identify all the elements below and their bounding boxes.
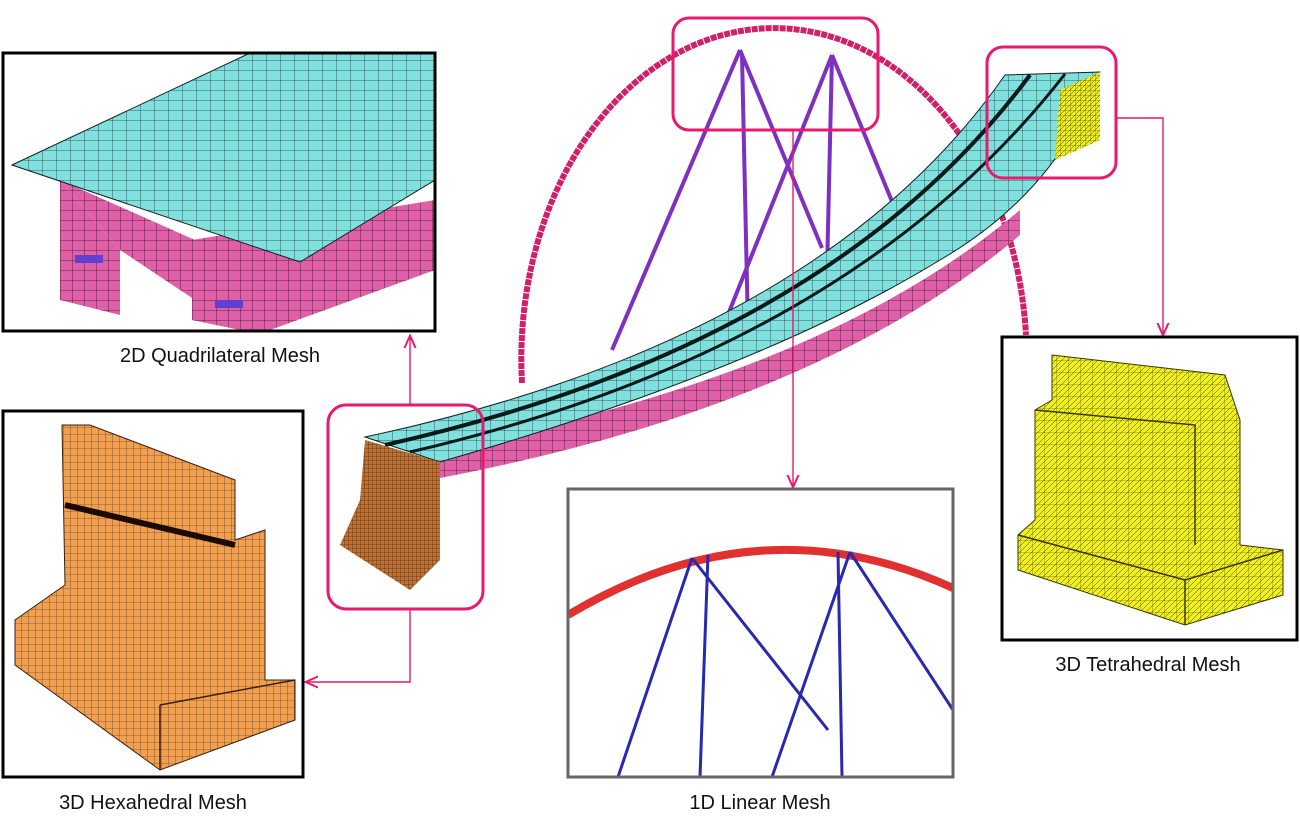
quad-inset (1, 51, 437, 333)
hex-mesh-label: 3D Hexahedral Mesh (59, 792, 247, 814)
tet-mesh-label: 3D Tetrahedral Mesh (1055, 654, 1241, 676)
cables (610, 49, 920, 373)
highlight-tet (985, 45, 1118, 180)
highlight-boxes (326, 16, 1118, 611)
highlight-linear (671, 16, 880, 132)
tet-abutment (1055, 72, 1100, 160)
tet-inset (1000, 335, 1299, 642)
bridge-model (340, 25, 1101, 590)
arrows (307, 117, 1163, 682)
hex-inset (1, 409, 305, 779)
highlight-hex (326, 403, 485, 611)
arrow-to-hex (307, 609, 411, 682)
deck-girder (430, 210, 1020, 478)
hex-abutment (340, 440, 440, 590)
arrow-to-tet (1116, 117, 1163, 334)
linear-inset (566, 487, 955, 779)
linear-mesh-label: 1D Linear Mesh (689, 792, 831, 814)
quad-mesh-label: 2D Quadrilateral Mesh (119, 345, 321, 367)
